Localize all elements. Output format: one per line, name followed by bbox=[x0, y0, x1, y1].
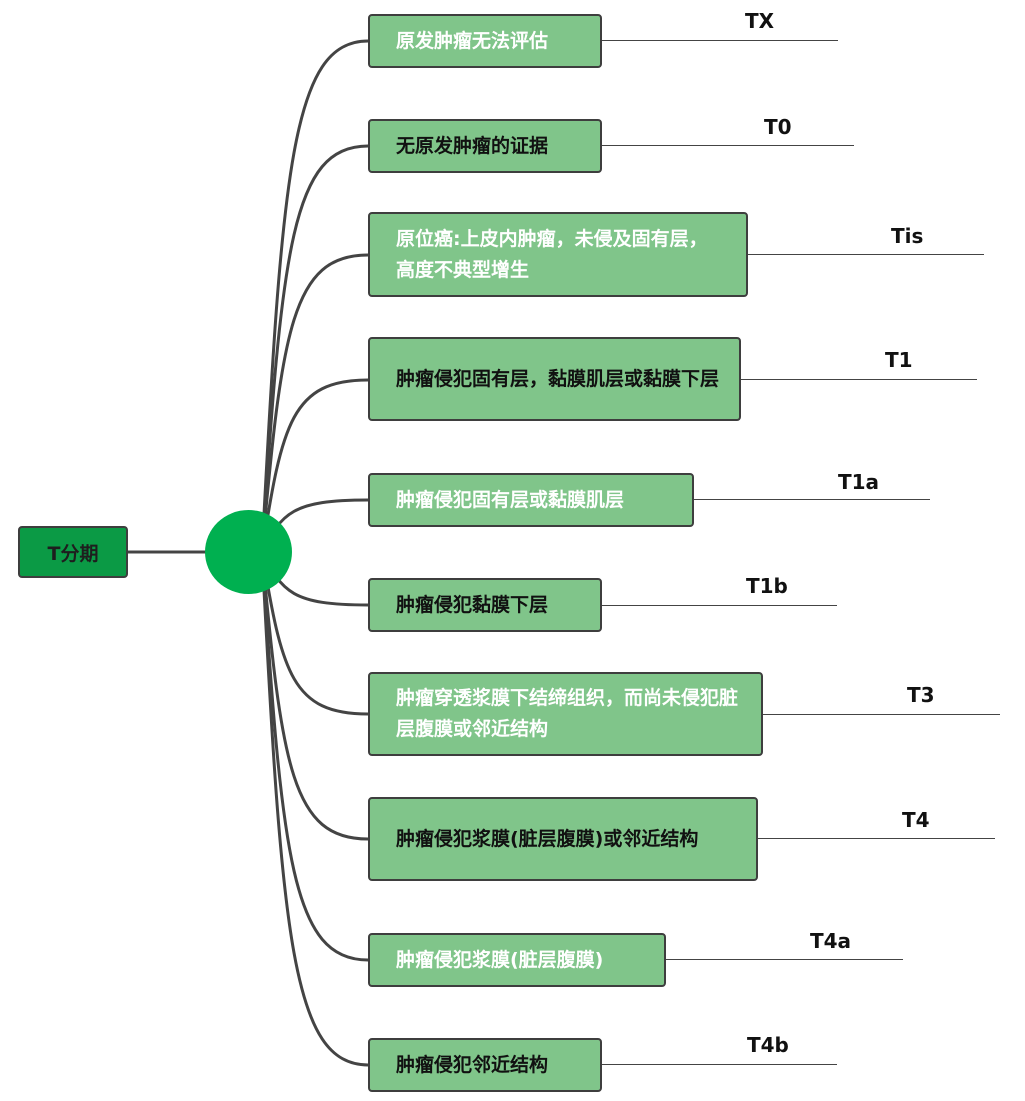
branch-description: 肿瘤侵犯黏膜下层 bbox=[396, 593, 549, 616]
stage-label-tx: TX bbox=[745, 9, 775, 33]
branch-description: 肿瘤侵犯固有层或黏膜肌层 bbox=[396, 488, 625, 511]
stage-underline-t1 bbox=[741, 379, 977, 380]
branch-description: 原位癌:上皮内肿瘤，未侵及固有层，高度不典型增生 bbox=[396, 227, 708, 281]
branch-description: 肿瘤穿透浆膜下结缔组织，而尚未侵犯脏层腹膜或邻近结构 bbox=[396, 687, 739, 740]
branch-node-tis[interactable]: 原位癌:上皮内肿瘤，未侵及固有层，高度不典型增生 bbox=[368, 212, 748, 297]
stage-label-t3: T3 bbox=[907, 683, 935, 707]
stage-label-t1a: T1a bbox=[838, 470, 880, 494]
stage-underline-t1a bbox=[694, 499, 930, 500]
stage-label-t0: T0 bbox=[764, 115, 792, 139]
hub-to-branch-connector bbox=[260, 253, 370, 554]
branch-description: 肿瘤侵犯浆膜(脏层腹膜) bbox=[396, 948, 604, 971]
branch-node-t4a[interactable]: 肿瘤侵犯浆膜(脏层腹膜) bbox=[368, 933, 666, 987]
branch-description: 肿瘤侵犯固有层，黏膜肌层或黏膜下层 bbox=[396, 367, 720, 390]
stage-label-t4: T4 bbox=[902, 808, 930, 832]
branch-node-tx[interactable]: 原发肿瘤无法评估 bbox=[368, 14, 602, 68]
stage-underline-t4b bbox=[602, 1064, 837, 1065]
stage-underline-tis bbox=[748, 254, 984, 255]
hub-to-branch-connector bbox=[260, 39, 370, 554]
stage-underline-t0 bbox=[602, 145, 854, 146]
hub-to-branch-connector bbox=[260, 550, 370, 962]
stage-underline-t4a bbox=[666, 959, 903, 960]
stage-underline-t4 bbox=[758, 838, 995, 839]
branch-node-t1b[interactable]: 肿瘤侵犯黏膜下层 bbox=[368, 578, 602, 632]
branch-node-t4b[interactable]: 肿瘤侵犯邻近结构 bbox=[368, 1038, 602, 1092]
stage-label-t1: T1 bbox=[885, 348, 913, 372]
root-label: T分期 bbox=[47, 542, 99, 565]
stage-label-t4b: T4b bbox=[747, 1033, 789, 1057]
hub-to-branch-connector bbox=[260, 550, 370, 716]
stage-label-t1b: T1b bbox=[746, 574, 788, 598]
branch-description: 无原发肿瘤的证据 bbox=[396, 134, 549, 157]
stage-label-tis: Tis bbox=[891, 224, 924, 248]
hub-to-branch-connector bbox=[260, 378, 370, 554]
stage-label-t4a: T4a bbox=[810, 929, 852, 953]
branch-node-t3[interactable]: 肿瘤穿透浆膜下结缔组织，而尚未侵犯脏层腹膜或邻近结构 bbox=[368, 672, 763, 756]
hub-to-branch-connector bbox=[260, 144, 370, 554]
hub-to-branch-connector bbox=[260, 550, 370, 1067]
branch-node-t1[interactable]: 肿瘤侵犯固有层，黏膜肌层或黏膜下层 bbox=[368, 337, 741, 421]
branch-node-t0[interactable]: 无原发肿瘤的证据 bbox=[368, 119, 602, 173]
branch-node-t1a[interactable]: 肿瘤侵犯固有层或黏膜肌层 bbox=[368, 473, 694, 527]
hub-to-branch-connector bbox=[260, 550, 370, 841]
branch-node-t4[interactable]: 肿瘤侵犯浆膜(脏层腹膜)或邻近结构 bbox=[368, 797, 758, 881]
branch-description: 肿瘤侵犯浆膜(脏层腹膜)或邻近结构 bbox=[396, 827, 699, 850]
stage-underline-t1b bbox=[602, 605, 837, 606]
hub-circle bbox=[205, 510, 292, 594]
branch-description: 原发肿瘤无法评估 bbox=[396, 29, 549, 52]
branch-description: 肿瘤侵犯邻近结构 bbox=[396, 1053, 549, 1076]
stage-underline-t3 bbox=[763, 714, 1000, 715]
root-node-t-staging[interactable]: T分期 bbox=[18, 526, 128, 578]
stage-underline-tx bbox=[602, 40, 838, 41]
